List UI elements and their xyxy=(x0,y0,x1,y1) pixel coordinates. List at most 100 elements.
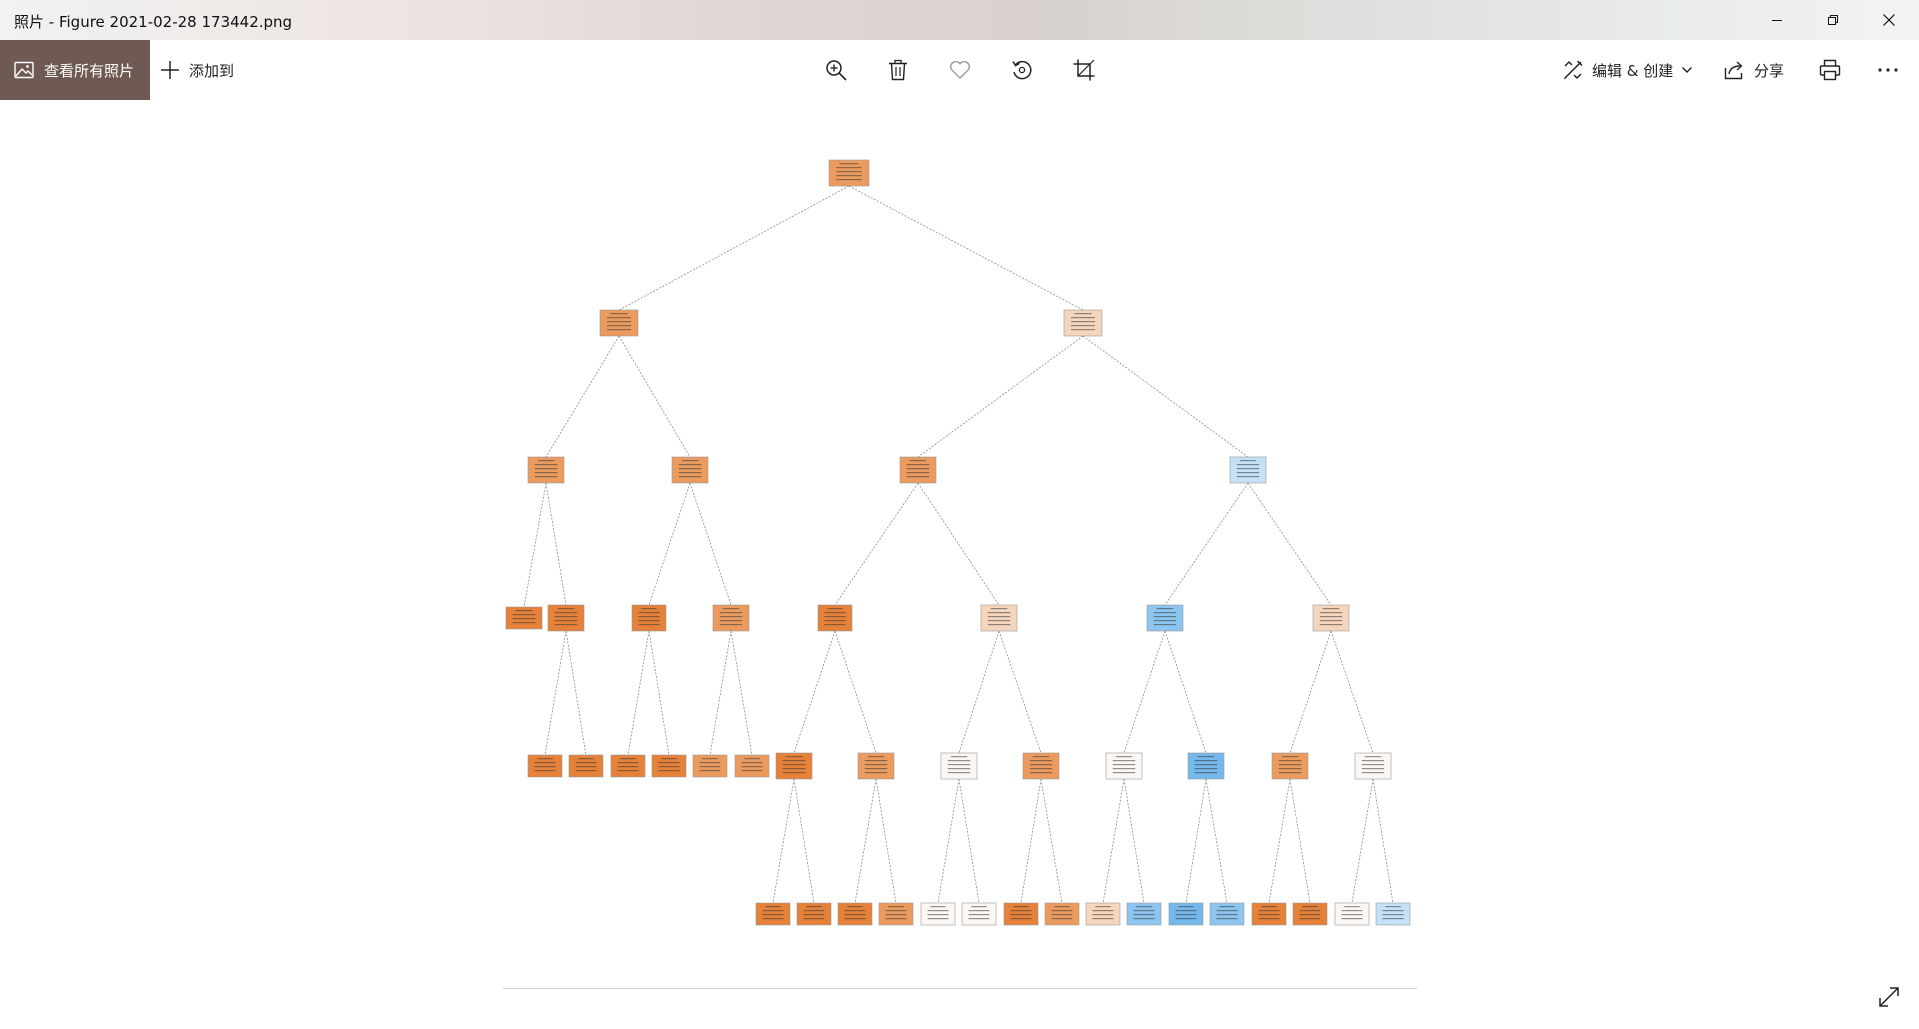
node-text-line xyxy=(512,618,536,620)
tree-node xyxy=(878,902,914,926)
node-text-line xyxy=(1051,910,1073,912)
node-text-line xyxy=(575,762,597,764)
tree-edge xyxy=(1123,630,1166,754)
tree-node-box xyxy=(857,752,895,780)
image-viewer[interactable] xyxy=(0,100,1919,1029)
minimize-icon xyxy=(1772,20,1782,21)
tree-edge xyxy=(1247,482,1332,606)
node-text-line xyxy=(1051,918,1073,920)
node-text-line xyxy=(512,614,536,616)
add-to-button[interactable]: 添加到 xyxy=(160,40,234,100)
command-bar: 查看所有照片 添加到 xyxy=(0,40,1919,100)
restore-button[interactable] xyxy=(1805,0,1861,40)
favorite-button[interactable] xyxy=(938,40,982,100)
tree-edges xyxy=(523,185,1394,904)
node-text-line xyxy=(947,768,971,770)
title-bar: 照片 - Figure 2021-02-28 173442.png xyxy=(0,0,1919,40)
node-text-line xyxy=(1194,760,1218,762)
close-button[interactable] xyxy=(1861,0,1917,40)
see-all-photos-button[interactable]: 查看所有照片 xyxy=(0,40,150,100)
node-text-line xyxy=(512,622,536,624)
tree-node-box xyxy=(828,159,870,187)
node-text-line xyxy=(719,624,743,626)
node-text-line xyxy=(1095,906,1111,908)
node-text-line xyxy=(1071,317,1095,319)
tree-node xyxy=(712,604,750,632)
node-text-line xyxy=(1029,760,1053,762)
tree-node-box xyxy=(1063,309,1103,337)
node-text-line xyxy=(1319,616,1343,618)
node-text-line xyxy=(803,918,825,920)
node-text-line xyxy=(554,612,578,614)
node-text-line xyxy=(1032,756,1050,758)
node-text-line xyxy=(557,608,575,610)
zoom-button[interactable] xyxy=(814,40,858,100)
node-text-line xyxy=(678,476,702,478)
node-text-line xyxy=(638,616,660,618)
tree-node xyxy=(1126,902,1162,926)
tree-edge xyxy=(1372,778,1394,904)
node-text-line xyxy=(1074,313,1092,315)
crop-icon xyxy=(1073,59,1095,81)
tree-node xyxy=(940,752,978,780)
tree-edge xyxy=(1205,778,1228,904)
node-text-line xyxy=(1239,460,1257,462)
node-text-line xyxy=(864,764,888,766)
more-button[interactable] xyxy=(1866,40,1910,100)
tree-node xyxy=(1271,752,1309,780)
node-text-line xyxy=(987,616,1011,618)
minimize-button[interactable] xyxy=(1749,0,1805,40)
tree-node-box xyxy=(1146,604,1184,632)
tree-nodes xyxy=(505,159,1411,926)
decision-tree-figure xyxy=(505,159,1411,926)
expand-icon xyxy=(1879,987,1899,1007)
figure-baseline xyxy=(503,988,1417,989)
node-text-line xyxy=(1216,918,1238,920)
node-text-line xyxy=(578,758,594,760)
add-to-label: 添加到 xyxy=(189,61,235,80)
crop-button[interactable] xyxy=(1062,40,1106,100)
node-text-line xyxy=(607,325,631,327)
node-text-line xyxy=(1153,624,1177,626)
node-text-line xyxy=(744,758,760,760)
node-text-line xyxy=(836,167,862,169)
tree-edge xyxy=(627,630,650,756)
node-text-line xyxy=(1194,764,1218,766)
node-text-line xyxy=(515,610,533,612)
tree-node xyxy=(1044,902,1080,926)
tree-node-box xyxy=(1229,456,1267,484)
share-label: 分享 xyxy=(1754,61,1785,80)
node-text-line xyxy=(844,914,866,916)
node-text-line xyxy=(1278,768,1302,770)
node-text-line xyxy=(968,910,990,912)
tree-edge xyxy=(958,630,1000,754)
node-text-line xyxy=(987,612,1011,614)
node-text-line xyxy=(658,762,680,764)
node-text-line xyxy=(1299,918,1321,920)
window-title: 照片 - Figure 2021-02-28 173442.png xyxy=(14,11,292,32)
print-button[interactable] xyxy=(1808,40,1852,100)
rotate-button[interactable] xyxy=(1000,40,1044,100)
edit-create-button[interactable]: 编辑 & 创建 xyxy=(1562,40,1693,100)
tree-edge xyxy=(1164,630,1207,754)
edit-create-icon xyxy=(1564,60,1583,80)
node-text-line xyxy=(1278,772,1302,774)
share-button[interactable]: 分享 xyxy=(1724,40,1784,100)
tree-edge xyxy=(793,778,815,904)
tree-edge xyxy=(730,630,753,756)
fullscreen-button[interactable] xyxy=(1872,980,1906,1014)
node-text-line xyxy=(782,760,806,762)
node-text-line xyxy=(1029,764,1053,766)
node-text-line xyxy=(1051,914,1073,916)
node-text-line xyxy=(1175,914,1197,916)
node-text-line xyxy=(575,770,597,772)
more-icon xyxy=(1878,68,1898,72)
tree-node xyxy=(610,754,646,778)
tree-node-box xyxy=(1187,752,1225,780)
tree-node-box xyxy=(817,604,853,632)
zoom-in-icon xyxy=(826,60,847,81)
edit-create-label: 编辑 & 创建 xyxy=(1592,61,1674,80)
node-text-line xyxy=(1092,910,1114,912)
delete-button[interactable] xyxy=(876,40,920,100)
node-text-line xyxy=(741,762,763,764)
